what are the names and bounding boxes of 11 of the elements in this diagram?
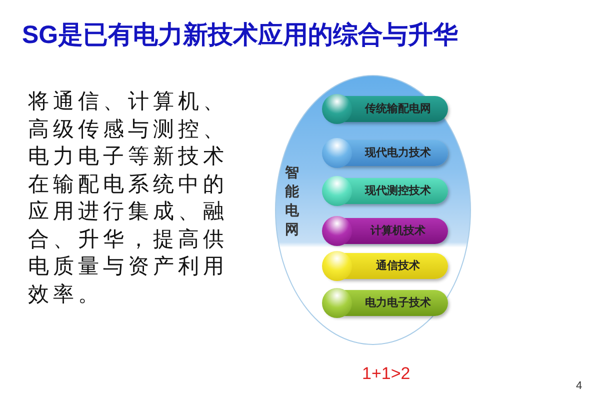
technology-pill: 现代电力技术	[324, 140, 448, 166]
formula-note: 1+1>2	[362, 364, 410, 384]
paragraph: 将通信、计算机、高级传感与测控、电力电子等新技术在输配电系统中的应用进行集成、融合、升华，提高供电质量与资产利用效率。	[28, 88, 229, 308]
page-number: 4	[576, 380, 582, 392]
technology-pill: 传统输配电网	[324, 96, 448, 122]
technology-pill: 现代测控技术	[324, 178, 448, 204]
technology-pill: 电力电子技术	[324, 290, 448, 316]
technology-pill: 计算机技术	[324, 218, 448, 244]
technology-pill: 通信技术	[324, 253, 448, 279]
title: SG是已有电力新技术应用的综合与升华	[22, 20, 458, 51]
vertical-label: 智能电网	[284, 164, 300, 240]
